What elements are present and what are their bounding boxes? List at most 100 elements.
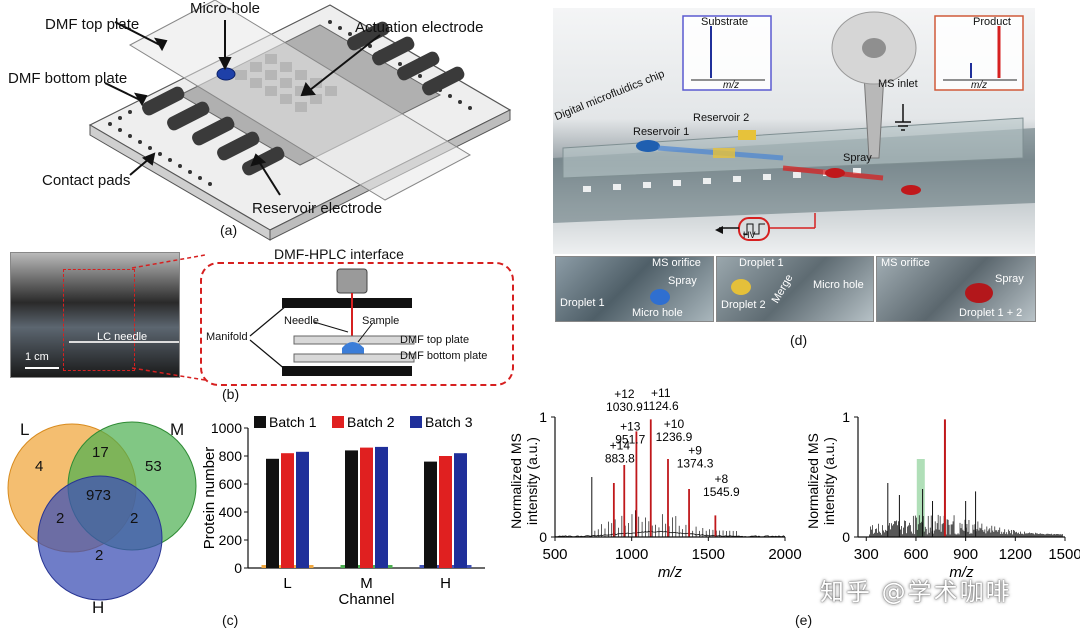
venn-set-l: L <box>20 420 30 439</box>
inset-photo-3: MS orifice Spray Droplet 1 + 2 <box>876 256 1036 322</box>
x-tick-label: 600 <box>903 546 928 563</box>
inset2-droplet1: Droplet 1 <box>739 257 784 269</box>
y-axis-label-line1: Normalized MS <box>508 433 524 529</box>
inset-photo-2: Droplet 1 Droplet 2 Merge Micro hole <box>716 256 874 322</box>
peak-charge-label: +10 <box>664 417 685 431</box>
label-micro-hole: Micro-hole <box>190 0 261 17</box>
lc-needle-photo: LC needle 1 cm <box>10 252 180 378</box>
x-tick-label: 2000 <box>768 546 801 563</box>
label-reservoir-electrode: Reservoir electrode <box>252 200 383 217</box>
peak-mz-label: 1030.9 <box>606 400 643 414</box>
legend-swatch <box>410 416 422 428</box>
inset1-spray: Spray <box>668 275 697 287</box>
y-tick-label: 0 <box>539 529 547 545</box>
spray-label: Spray <box>843 152 872 164</box>
inset3-spray: Spray <box>995 273 1024 285</box>
peak-mz-label: 1124.6 <box>643 399 679 413</box>
manifold-label: Manifold <box>206 331 248 343</box>
y-tick-label: 600 <box>219 476 243 492</box>
x-tick-label: M <box>360 575 373 592</box>
scale-bar <box>25 367 59 369</box>
peak-mz-label: 1236.9 <box>656 430 693 444</box>
y-tick-label: 1000 <box>211 420 242 436</box>
venn-mh: 2 <box>130 510 139 527</box>
peak-mz-label: 1545.9 <box>703 485 740 499</box>
venn-set-h: H <box>92 598 105 617</box>
inset3-droplet-label: Droplet 1 + 2 <box>959 307 1023 319</box>
interface-schematic-box: Needle Sample Manifold DMF top plate DMF… <box>200 262 514 386</box>
caption-b: (b) <box>222 386 240 402</box>
panel-a: DMF top plate Micro-hole Actuation elect… <box>0 0 520 245</box>
reservoir2-label: Reservoir 2 <box>693 112 750 124</box>
label-actuation-electrode: Actuation electrode <box>355 19 484 36</box>
y-tick-label: 400 <box>219 504 243 520</box>
highlight-band <box>916 459 925 537</box>
ms-inlet-label: MS inlet <box>878 78 918 90</box>
inset2-droplet2: Droplet 2 <box>721 299 766 311</box>
y-tick-label: 1 <box>842 409 850 425</box>
caption-c: (c) <box>222 612 239 628</box>
spectrum-trace <box>554 530 786 538</box>
y-axis-label-line2: intensity (a.u.) <box>821 437 837 525</box>
x-axis-label: Channel <box>339 591 395 608</box>
peak-charge-label: +8 <box>715 472 729 486</box>
y-tick-label: 0 <box>234 560 242 576</box>
label-contact-pads: Contact pads <box>42 172 131 189</box>
dmf-chip-illustration <box>88 0 512 241</box>
legend-label: Batch 1 <box>269 414 317 430</box>
inset-photo-1: MS orifice Spray Droplet 1 Micro hole <box>555 256 714 322</box>
x-tick-label: 900 <box>953 546 978 563</box>
reservoir1-label: Reservoir 1 <box>633 126 690 138</box>
x-axis-label: m/z <box>949 564 974 581</box>
hv-label: HV <box>743 230 756 240</box>
x-tick-label: 300 <box>854 546 879 563</box>
bar <box>360 447 373 568</box>
watermark: 知乎 @学术咖啡 <box>820 578 1012 606</box>
y-axis-label-line2: intensity (a.u.) <box>524 437 540 525</box>
caption-d: (d) <box>790 332 808 348</box>
label-bottom-plate: DMF bottom plate <box>8 70 128 87</box>
lc-needle-label: LC needle <box>97 331 148 343</box>
bar <box>439 456 452 568</box>
legend-swatch <box>332 416 344 428</box>
venn-circle-h <box>37 475 163 601</box>
interface-title: DMF-HPLC interface <box>270 246 408 262</box>
y-tick-label: 800 <box>219 448 243 464</box>
venn-lmh: 973 <box>86 487 112 504</box>
bar <box>281 453 294 568</box>
y-tick-label: 1 <box>539 409 547 425</box>
zoom-connector-lines <box>131 254 206 381</box>
caption-a: (a) <box>220 222 238 238</box>
lc-needle-shape <box>69 341 179 343</box>
x-tick-label: 500 <box>542 546 567 563</box>
bottom-plate-label: DMF bottom plate <box>400 350 488 362</box>
bar <box>345 450 358 568</box>
peak-charge-label: +9 <box>688 443 702 457</box>
inset2-micro-hole: Micro hole <box>813 279 864 291</box>
inset2-droplet-yellow <box>731 279 751 295</box>
product-mz: m/z <box>971 80 988 91</box>
x-axis-label: m/z <box>658 564 683 581</box>
inset2-merge: Merge <box>769 272 796 306</box>
venn-set-m: M <box>170 420 185 439</box>
peak-charge-label: +13 <box>620 419 641 433</box>
bar <box>424 461 437 568</box>
bar <box>296 451 309 568</box>
photo-zoom-box <box>63 269 135 371</box>
caption-e: (e) <box>795 612 813 628</box>
x-tick-label: 1500 <box>692 546 725 563</box>
venn-m-only: 53 <box>145 458 162 475</box>
x-tick-label: 1000 <box>615 546 648 563</box>
inset3-droplet <box>965 283 993 303</box>
sample-label: Sample <box>362 315 400 327</box>
label-top-plate: DMF top plate <box>45 16 140 33</box>
venn-l-only: 4 <box>35 458 44 475</box>
peak-charge-label: +11 <box>651 386 671 400</box>
x-tick-label: L <box>283 575 291 592</box>
peak-mz-label: 883.8 <box>605 452 635 466</box>
peak-charge-label: +12 <box>614 387 635 401</box>
y-tick-label: 200 <box>219 532 243 548</box>
ms-spectrum-1: +14883.8+13951.7+121030.9+111124.6+10123… <box>508 386 802 581</box>
